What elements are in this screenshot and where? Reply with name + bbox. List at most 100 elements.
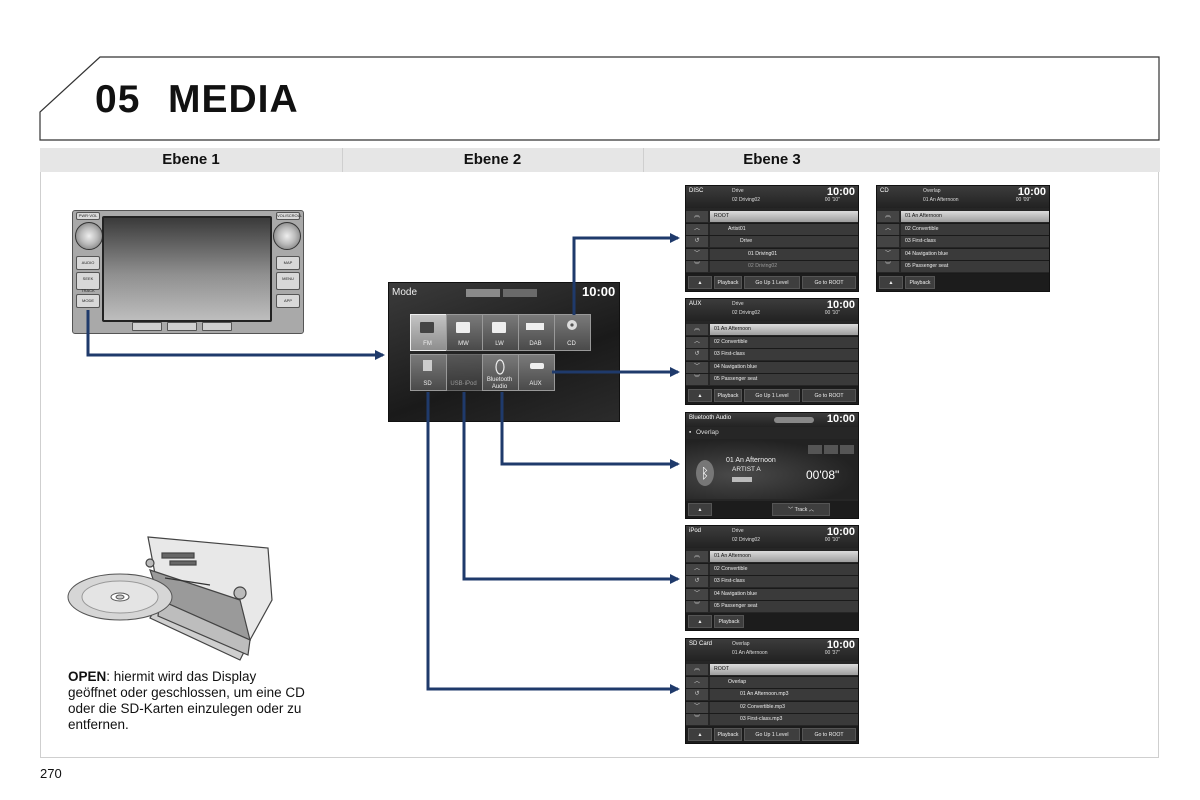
go-to-root-button[interactable]: Go to ROOT (802, 728, 856, 741)
scroll-top-icon[interactable]: ︽ (686, 664, 708, 675)
playback-button[interactable]: Playback (905, 276, 935, 289)
mode-tab-active[interactable] (466, 289, 500, 297)
tile-usb-ipod[interactable] (446, 354, 483, 391)
elapsed-time: 00 '09" (1015, 197, 1031, 203)
open-button[interactable] (167, 322, 197, 331)
back-icon[interactable]: ↺ (686, 689, 708, 701)
prev-button[interactable] (808, 445, 822, 454)
scroll-button[interactable]: VOL/SCROLL (276, 212, 303, 220)
list-item[interactable]: ﹀04 Navigation blue (877, 248, 1049, 262)
list-item-label: 02 Convertible (901, 223, 1049, 235)
button-bar: ▲ Playback Go Up 1 Level Go to ROOT (686, 274, 858, 291)
scroll-bottom-icon[interactable]: ︾ (877, 261, 899, 273)
collapse-button[interactable]: ▲ (688, 389, 712, 402)
list: ︽ROOT ︿Artist01 ↺Drive ﹀01 Driving01 ︾02… (686, 211, 858, 274)
list-item[interactable]: ︽01 An Afternoon (877, 211, 1049, 224)
go-to-root-button[interactable]: Go to ROOT (802, 276, 856, 289)
list-item[interactable]: ︿02 Convertible (686, 336, 858, 350)
scroll-bottom-icon[interactable]: ︾ (686, 601, 708, 613)
tile-label: FM (423, 341, 432, 347)
list-item[interactable]: ︾02 Driving02 (686, 261, 858, 274)
scroll-up-icon[interactable]: ︿ (686, 223, 708, 235)
volume-knob-right[interactable] (273, 222, 301, 250)
go-up-level-button[interactable]: Go Up 1 Level (744, 389, 800, 402)
screen-status-bar (686, 186, 858, 208)
source-label: AUX (689, 301, 702, 307)
list-item[interactable]: ︽01 An Afternoon (686, 324, 858, 337)
scroll-top-icon[interactable]: ︽ (686, 324, 708, 335)
list-item[interactable]: ↺01 An Afternoon.mp3 (686, 689, 858, 702)
settings-button[interactable] (132, 322, 162, 331)
menu-button[interactable]: MENU (276, 272, 300, 290)
audio-button[interactable]: AUDIO (76, 256, 100, 270)
list-item[interactable]: ︿02 Convertible (686, 563, 858, 577)
back-icon[interactable]: ↺ (686, 349, 708, 361)
collapse-button[interactable]: ▲ (688, 615, 712, 628)
list-item[interactable]: ﹀04 Navigation blue (686, 361, 858, 375)
go-up-level-button[interactable]: Go Up 1 Level (744, 728, 800, 741)
back-icon[interactable]: ↺ (686, 576, 708, 588)
go-to-root-button[interactable]: Go to ROOT (802, 389, 856, 402)
folder-name: Drive (732, 301, 744, 307)
mode-tab[interactable] (503, 289, 537, 297)
list-item[interactable]: ︾05 Passenger seat (686, 374, 858, 387)
playback-button[interactable]: Playback (714, 276, 742, 289)
scroll-down-icon[interactable]: ﹀ (877, 248, 899, 260)
next-button[interactable] (840, 445, 854, 454)
list-item[interactable]: ︾05 Passenger seat (877, 261, 1049, 274)
tile-sd[interactable] (410, 354, 447, 391)
list-item[interactable]: ﹀01 Driving01 (686, 248, 858, 262)
tile-label: LW (495, 341, 504, 347)
scroll-bottom-icon[interactable]: ︾ (686, 261, 708, 273)
list-item[interactable]: ︿Artist01 (686, 223, 858, 237)
list-item[interactable]: ︽ROOT (686, 211, 858, 224)
tile-dab[interactable] (518, 314, 555, 351)
list-item[interactable]: ︽ROOT (686, 664, 858, 677)
scroll-up-icon[interactable]: ︿ (686, 676, 708, 688)
page-number: 270 (40, 766, 62, 781)
scroll-down-icon[interactable]: ﹀ (686, 361, 708, 373)
scroll-down-icon[interactable]: ﹀ (686, 588, 708, 600)
menu-bottom-button[interactable] (202, 322, 232, 331)
map-button[interactable]: MAP (276, 256, 300, 270)
scroll-bottom-icon[interactable]: ︾ (686, 714, 708, 726)
scroll-top-icon[interactable]: ︽ (877, 211, 899, 222)
power-volume-button[interactable]: PWR·VOL (76, 212, 100, 220)
collapse-button[interactable]: ▲ (879, 276, 903, 289)
list-item[interactable]: ﹀04 Navigation blue (686, 588, 858, 602)
tile-aux[interactable] (518, 354, 555, 391)
list-item[interactable]: 03 First-class (877, 236, 1049, 249)
list-item[interactable]: ︿02 Convertible (877, 223, 1049, 237)
collapse-button[interactable]: ▲ (688, 503, 712, 516)
go-up-level-button[interactable]: Go Up 1 Level (744, 276, 800, 289)
seek-track-button[interactable]: SEEK TRACK (76, 272, 100, 293)
scroll-down-icon[interactable]: ﹀ (686, 701, 708, 713)
button-bar: ▲ Playback Go Up 1 Level Go to ROOT (686, 387, 858, 404)
collapse-button[interactable]: ▲ (688, 276, 712, 289)
app-button[interactable]: APP (276, 294, 300, 308)
list-item[interactable]: ﹀02 Convertible.mp3 (686, 701, 858, 715)
list-item[interactable]: ↺03 First-class (686, 576, 858, 589)
screen-status-bar (686, 413, 858, 427)
playback-button[interactable]: Playback (714, 389, 742, 402)
list: ︽ROOT ︿Overlap ↺01 An Afternoon.mp3 ﹀02 … (686, 664, 858, 727)
list-item[interactable]: ︿Overlap (686, 676, 858, 690)
back-icon[interactable]: ↺ (686, 236, 708, 248)
collapse-button[interactable]: ▲ (688, 728, 712, 741)
mode-button[interactable]: MODE (76, 294, 100, 308)
scroll-up-icon[interactable]: ︿ (686, 563, 708, 575)
track-button[interactable]: ﹀ Track ︿ (772, 503, 830, 516)
list-item[interactable]: ↺03 First-class (686, 349, 858, 362)
scroll-up-icon[interactable]: ︿ (686, 336, 708, 348)
volume-knob-left[interactable] (75, 222, 103, 250)
scroll-bottom-icon[interactable]: ︾ (686, 374, 708, 386)
play-pause-button[interactable] (824, 445, 838, 454)
scroll-top-icon[interactable]: ︽ (686, 551, 708, 562)
scroll-top-icon[interactable]: ︽ (686, 211, 708, 222)
playback-button[interactable]: Playback (714, 728, 742, 741)
list-item[interactable]: ↺Drive (686, 236, 858, 249)
list-item[interactable]: ︽01 An Afternoon (686, 551, 858, 564)
playback-button[interactable]: Playback (714, 615, 744, 628)
scroll-down-icon[interactable]: ﹀ (686, 248, 708, 260)
scroll-up-icon[interactable]: ︿ (877, 223, 899, 235)
